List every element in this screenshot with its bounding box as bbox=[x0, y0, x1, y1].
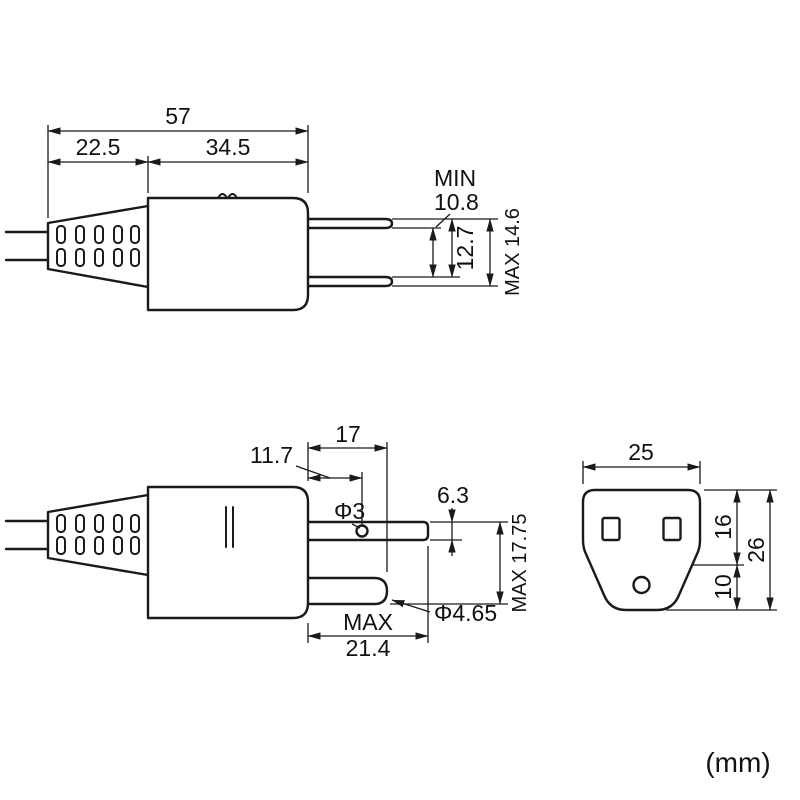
boot-ribs bbox=[56, 514, 140, 555]
mold-marks bbox=[225, 506, 234, 548]
blade-hole bbox=[355, 524, 369, 538]
blade-lower bbox=[306, 275, 394, 288]
dim-hole-offset-label: 11.7 bbox=[250, 442, 293, 468]
boot-rib bbox=[113, 248, 123, 267]
dim-boot-length-label: 22.5 bbox=[76, 134, 121, 160]
dim-blade-gap-min-word: MIN bbox=[434, 165, 476, 191]
plug-body bbox=[146, 485, 310, 620]
boot-rib bbox=[56, 225, 66, 244]
boot-rib bbox=[113, 514, 123, 533]
boot-rib bbox=[113, 536, 123, 555]
dim-body-length-label: 34.5 bbox=[206, 134, 251, 160]
ground-pin bbox=[306, 576, 389, 606]
dim-pin-dia-label: Φ4.65 bbox=[434, 600, 497, 626]
boot-rib bbox=[130, 514, 140, 533]
boot-rib bbox=[75, 248, 85, 267]
dim-width-label: 25 bbox=[628, 439, 654, 465]
boot-rib bbox=[75, 225, 85, 244]
cable bbox=[4, 519, 50, 551]
boot-rib bbox=[130, 225, 140, 244]
plug-side-view: 17 11.7 Φ3 6.3 MAX 17.75 Φ4.65 MAX 21.4 bbox=[4, 421, 531, 661]
blade-upper bbox=[306, 217, 394, 230]
dim-blade-length-max-word: MAX bbox=[343, 609, 393, 635]
boot-rib bbox=[113, 225, 123, 244]
boot-rib bbox=[75, 536, 85, 555]
socket-face-outline bbox=[581, 488, 702, 612]
blade-slot-right bbox=[662, 516, 682, 542]
strain-relief-boot bbox=[46, 204, 150, 289]
boot-rib bbox=[75, 514, 85, 533]
boot-rib bbox=[56, 536, 66, 555]
boot-rib bbox=[130, 248, 140, 267]
dim-total-height-label: 26 bbox=[743, 537, 769, 563]
boot-rib bbox=[94, 514, 104, 533]
boot-rib bbox=[94, 536, 104, 555]
dim-blade-length-max-value: 21.4 bbox=[346, 635, 391, 661]
pin-hole bbox=[632, 575, 651, 595]
dim-lower-height-label: 10 bbox=[710, 574, 736, 600]
leader-pin-dia bbox=[391, 599, 431, 613]
boot-rib bbox=[130, 536, 140, 555]
blade-slot-left bbox=[601, 516, 621, 542]
mold-marks bbox=[217, 193, 238, 199]
boot-rib bbox=[56, 248, 66, 267]
strain-relief-boot bbox=[46, 493, 150, 577]
boot-ribs bbox=[56, 225, 140, 267]
boot-rib bbox=[94, 248, 104, 267]
flat-blade bbox=[306, 520, 430, 542]
dim-blade-span-max-label: MAX 14.6 bbox=[502, 208, 524, 296]
unit-label: (mm) bbox=[705, 747, 770, 778]
plug-top-view: 57 22.5 34.5 MIN 10.8 12.7 MAX 14.6 bbox=[4, 103, 524, 312]
leader-hole-offset bbox=[295, 465, 331, 479]
dim-upper-height-label: 16 bbox=[710, 514, 736, 540]
dim-blade-gap-min-value: 10.8 bbox=[434, 189, 479, 215]
cable bbox=[4, 230, 50, 262]
boot-rib bbox=[94, 225, 104, 244]
plug-body bbox=[146, 196, 310, 312]
leader-blade-gap-min bbox=[435, 213, 451, 228]
dim-blade-pitch-label: 12.7 bbox=[452, 226, 478, 271]
boot-rib bbox=[56, 514, 66, 533]
dim-pin-length-label: 17 bbox=[335, 421, 361, 447]
dim-hole-dia-label: Φ3 bbox=[334, 498, 365, 524]
leader-hole-dia bbox=[351, 523, 361, 529]
dim-overall-length-label: 57 bbox=[165, 103, 191, 129]
dim-span-max-label: MAX 17.75 bbox=[509, 514, 531, 613]
socket-face-view: 25 16 10 26 bbox=[581, 439, 777, 612]
dim-blade-width-label: 6.3 bbox=[437, 482, 469, 508]
